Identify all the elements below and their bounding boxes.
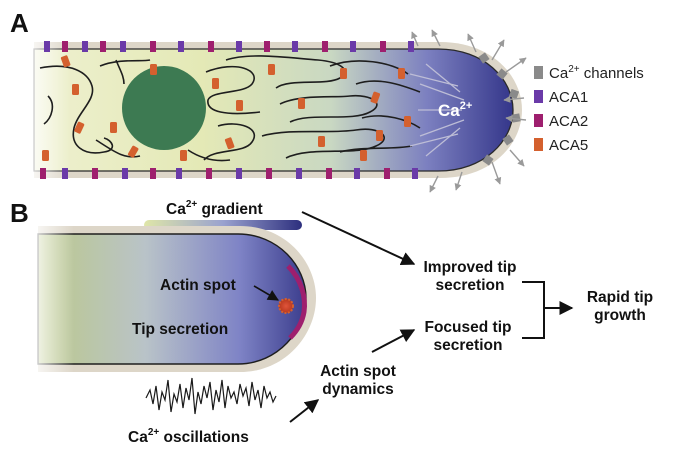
actin-spot-pointer [253, 285, 279, 301]
growth-label-1: Rapid tip [587, 289, 653, 306]
arrow-gradient-to-improved [301, 211, 416, 266]
improved-label-2: secretion [436, 277, 505, 294]
svg-text:Ca2+ channels: Ca2+ channels [549, 64, 644, 82]
fade-edge-b [34, 226, 74, 376]
calcium-channels [478, 52, 521, 166]
legend-swatch-aca5 [534, 138, 543, 151]
legend-swatch-channels [534, 66, 543, 79]
tip-secretion-zone [286, 264, 307, 340]
arrow-oscillations-to-dynamics [289, 399, 320, 423]
gradient-title: Ca2+ gradient [166, 199, 263, 218]
legend-item-aca2: ACA2 [534, 113, 588, 130]
merge-bracket [522, 281, 545, 339]
actin-dynamics-label-2: dynamics [322, 381, 394, 398]
tip-secretion-label: Tip secretion [132, 321, 228, 338]
aca5-markers [42, 55, 411, 161]
focused-label-1: Focused tip [425, 319, 512, 336]
improved-label-1: Improved tip [423, 259, 516, 276]
tip-arrows [411, 29, 527, 193]
legend: Ca2+ channels ACA1 ACA2 ACA5 [534, 64, 644, 154]
legend-item-aca5: ACA5 [534, 137, 588, 154]
focused-label-2: secretion [434, 337, 503, 354]
oscillations-label: Ca2+ oscillations [128, 427, 249, 446]
calcium-influx-arrows [409, 63, 465, 157]
tip-calcium-label: Ca2+ [438, 100, 472, 120]
svg-text:ACA2: ACA2 [549, 113, 588, 130]
svg-text:ACA1: ACA1 [549, 89, 588, 106]
actin-spot-label: Actin spot [160, 277, 236, 294]
membrane-pumps [40, 41, 418, 179]
growth-label-2: growth [594, 307, 646, 324]
pollen-tube-b [34, 226, 316, 376]
nucleus [122, 66, 206, 150]
cytoplasm-b [37, 233, 307, 365]
oscillation-trace [145, 377, 277, 415]
panel-a-label: A [10, 8, 29, 38]
flow-arrows [289, 211, 574, 423]
pollen-tube-a: Ca2+ [30, 29, 527, 193]
actin-dynamics-label-1: Actin spot [320, 363, 396, 380]
svg-text:ACA5: ACA5 [549, 137, 588, 154]
panel-b-label: B [10, 198, 29, 228]
legend-swatch-aca2 [534, 114, 543, 127]
legend-swatch-aca1 [534, 90, 543, 103]
legend-item-aca1: ACA1 [534, 89, 588, 106]
legend-item-channels: Ca2+ channels [534, 64, 644, 82]
actin-spot [278, 298, 294, 314]
arrow-dynamics-to-focused [371, 329, 416, 353]
